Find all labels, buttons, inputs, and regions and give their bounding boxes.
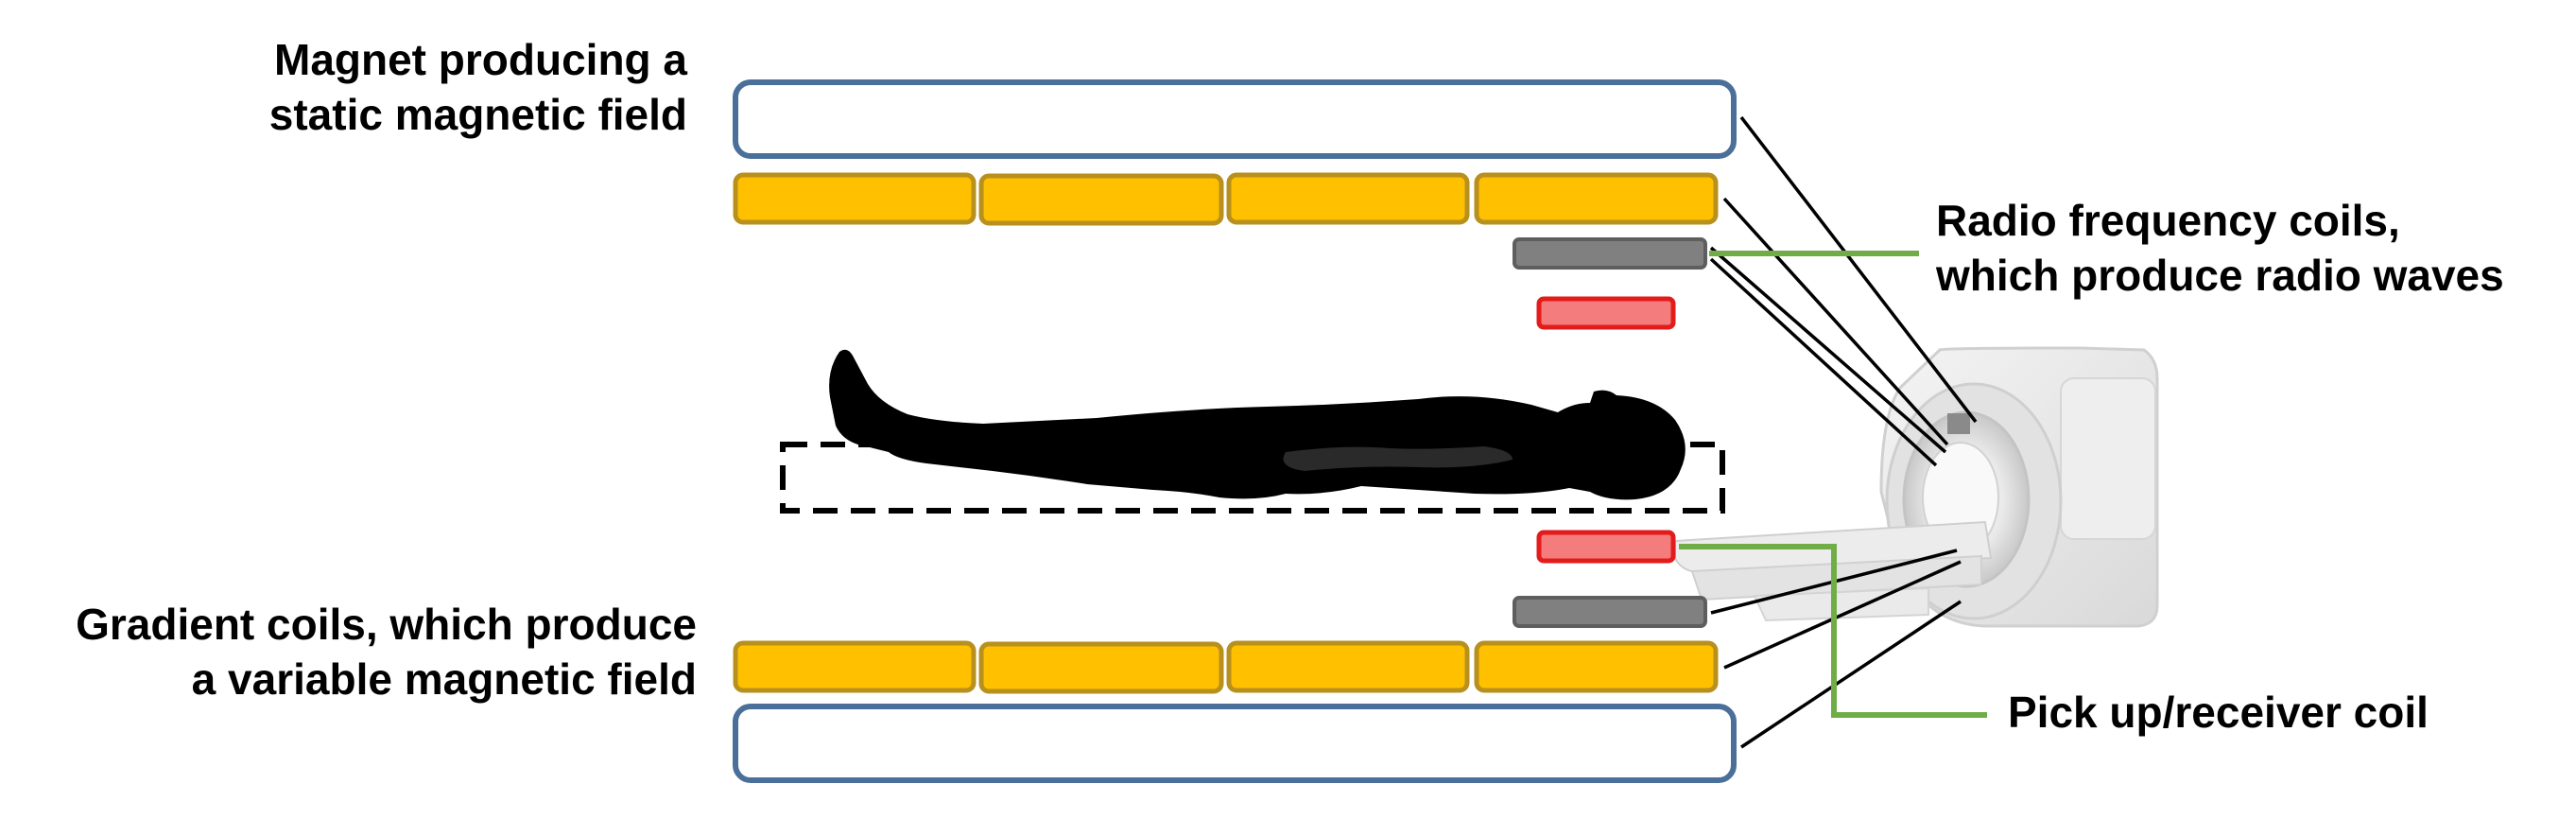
gradient-coil-segment: [1226, 640, 1470, 693]
rf-coil-bottom: [1513, 596, 1707, 628]
gradient-coil-segment: [978, 173, 1224, 226]
magnet-label-line1: Magnet producing a: [274, 35, 687, 84]
scanner-leader-lines: [1709, 115, 1978, 749]
mri-scanner-illustration: [1674, 346, 2159, 628]
magnet-bottom: [733, 704, 1737, 783]
leader-magnet-bottom: [1740, 600, 1962, 749]
leader-rf-top-b: [1709, 257, 1938, 467]
pickup-coil-label-line1: Pick up/receiver coil: [2008, 688, 2429, 737]
receiver-coil-top: [1536, 296, 1676, 330]
leader-gradient-bottom: [1723, 560, 1962, 670]
scanner-display: [1947, 413, 1970, 434]
leader-magnet-top: [1739, 115, 1978, 424]
gradient-coil-segment: [978, 641, 1224, 694]
gradient-coil-segment: [1226, 172, 1470, 225]
scanner-side-panel: [2060, 377, 2156, 540]
magnet-top: [733, 79, 1737, 159]
pickup-coil-label: Pick up/receiver coil: [2008, 685, 2429, 740]
gradient-coils-top: [733, 172, 1719, 226]
gradient-coil-segment: [1474, 640, 1719, 693]
gradient-coils-label: Gradient coils, which produce a variable…: [76, 597, 697, 706]
gradient-coils-label-line2: a variable magnetic field: [191, 654, 697, 704]
gradient-coils-label-line1: Gradient coils, which produce: [76, 600, 697, 649]
leader-gradient-top: [1722, 197, 1949, 446]
patient-silhouette: [829, 349, 1686, 500]
gradient-coil-segment: [733, 640, 977, 693]
rf-coils-label-line2: which produce radio waves: [1936, 251, 2504, 300]
rf-coils-label-line1: Radio frequency coils,: [1936, 196, 2400, 245]
gradient-coil-segment: [1474, 172, 1719, 225]
leader-rf-top-a: [1709, 246, 1947, 454]
gradient-coils-bottom: [733, 640, 1719, 694]
magnet-label: Magnet producing a static magnetic field: [269, 32, 687, 142]
magnet-label-line2: static magnetic field: [268, 90, 687, 139]
gradient-coil-segment: [733, 172, 977, 225]
receiver-coil-bottom: [1536, 530, 1676, 564]
leader-receiver-label: [1679, 544, 1987, 718]
rf-coil-top: [1513, 237, 1707, 270]
patient-arm-shading: [1283, 446, 1513, 471]
rf-coils-label: Radio frequency coils, which produce rad…: [1936, 193, 2504, 303]
